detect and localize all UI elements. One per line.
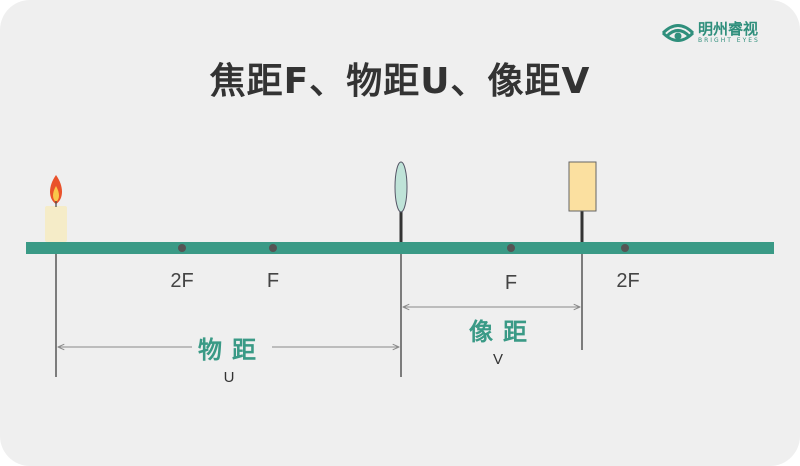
right-f-label: F [504, 272, 518, 294]
right-2f-label: 2F [616, 270, 640, 292]
page-title: 焦距F、物距U、像距V [209, 61, 591, 102]
logo-subtitle: BRIGHT EYES [698, 37, 760, 44]
image-screen [568, 161, 597, 242]
right-f-point [507, 244, 515, 252]
right-2f-point [621, 244, 629, 252]
left-2f-point [178, 244, 186, 252]
logo-name: 明州睿视 [698, 20, 759, 38]
image-distance-label: 像距 [463, 312, 543, 347]
left-f-point [269, 244, 277, 252]
bright-eyes-logo-icon [661, 24, 695, 42]
optical-axis [26, 242, 774, 254]
left-2f-label: 2F [170, 270, 194, 292]
left-f-label: F [266, 270, 280, 292]
brand-logo: 明州睿视 BRIGHT EYES [660, 16, 770, 50]
object-distance-label: 物距 [192, 330, 272, 365]
candle-icon [45, 175, 67, 242]
object-distance-symbol: U [223, 369, 235, 386]
image-distance-symbol: V [492, 351, 504, 368]
convex-lens [394, 161, 408, 242]
